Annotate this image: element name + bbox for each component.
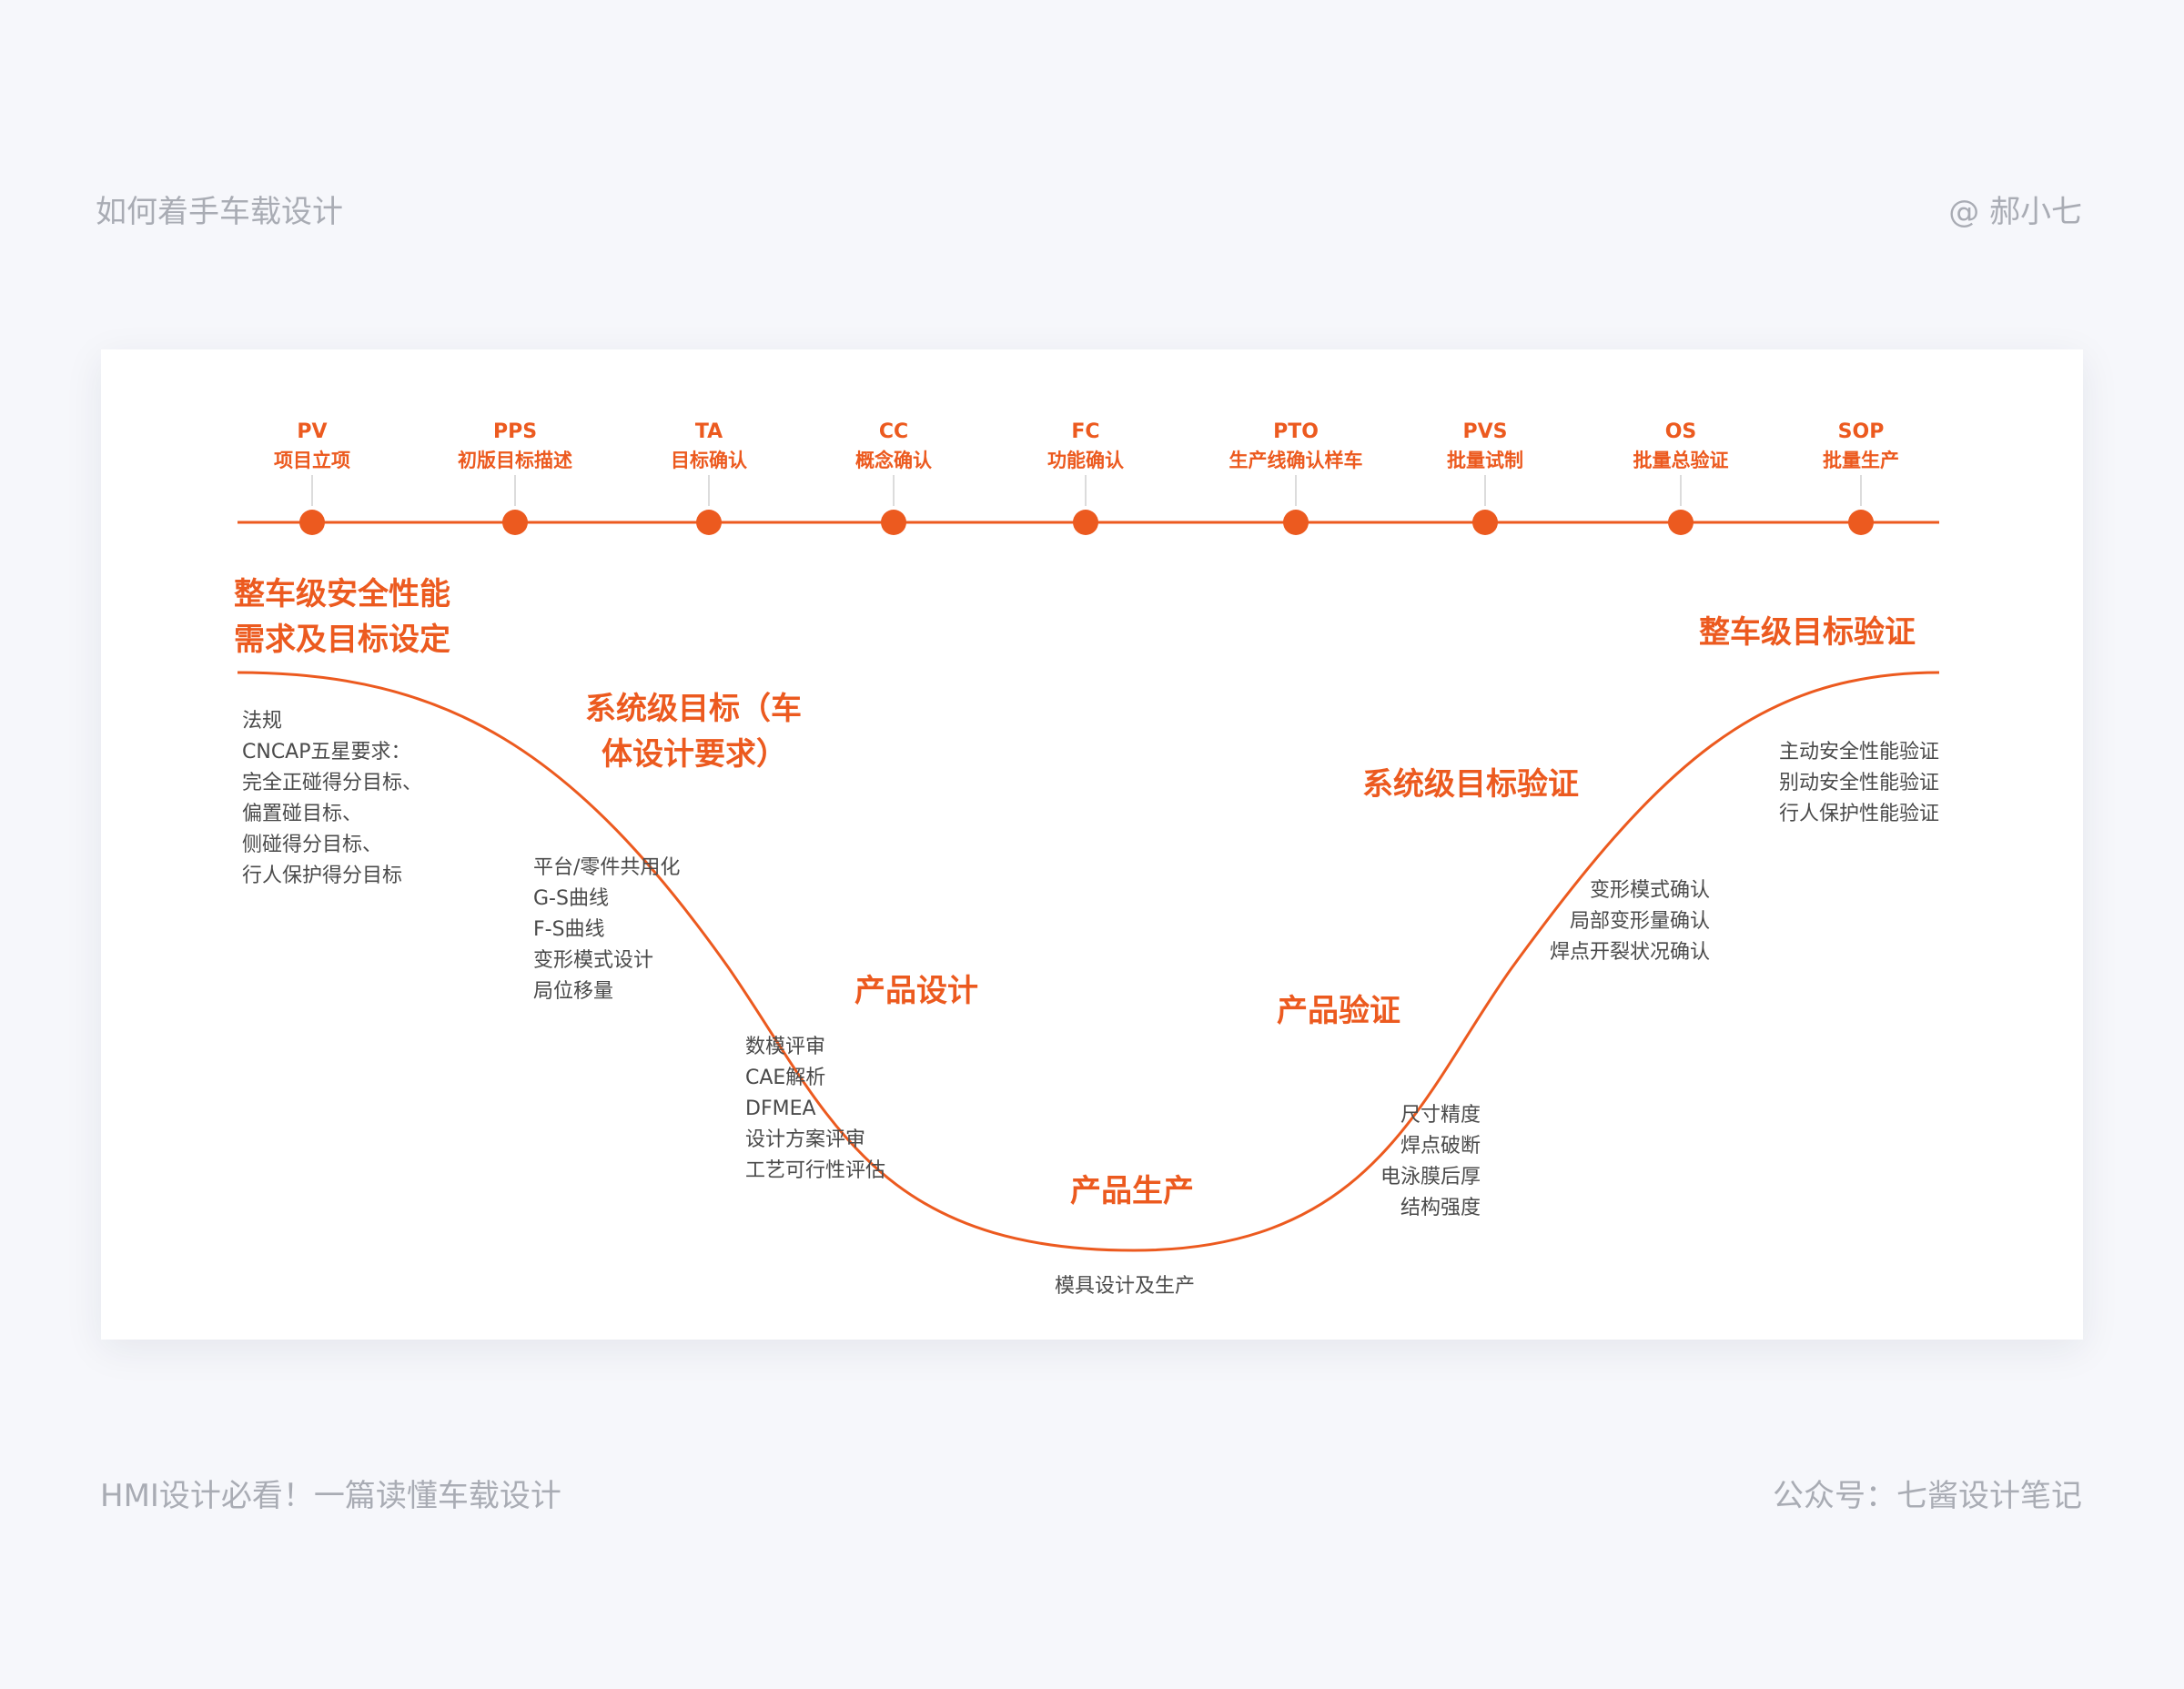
v-curve bbox=[237, 671, 1940, 1252]
milestone-code: PPS bbox=[492, 420, 538, 443]
phase-product-verification: 产品验证 bbox=[1277, 993, 1400, 1029]
milestone-dot-fc bbox=[1073, 510, 1098, 535]
milestone-name: 批量总验证 bbox=[1633, 450, 1729, 471]
phase-product-design: 产品设计 bbox=[854, 973, 978, 1009]
header-author: @ 郝小七 bbox=[1948, 194, 2082, 230]
milestone-pv: PV 项目立项 bbox=[221, 419, 403, 475]
milestone-ta: TA 目标确认 bbox=[618, 419, 800, 475]
milestone-code: PVS bbox=[1462, 420, 1508, 443]
milestone-code: OS bbox=[1664, 420, 1697, 443]
milestone-pto: PTO 生产线确认样车 bbox=[1205, 419, 1387, 475]
v-model-diagram bbox=[237, 475, 1940, 1252]
milestone-code: PTO bbox=[1273, 420, 1319, 443]
milestone-dot-pv bbox=[299, 510, 325, 535]
milestone-dot-pvs bbox=[1472, 510, 1498, 535]
milestone-dot-ta bbox=[696, 510, 722, 535]
phase-system-target: 系统级目标（车 体设计要求） bbox=[585, 691, 802, 773]
header-title: 如何着手车载设计 bbox=[96, 194, 343, 230]
milestone-name: 初版目标描述 bbox=[458, 450, 572, 471]
milestone-code: CC bbox=[878, 420, 909, 443]
milestone-code: SOP bbox=[1837, 420, 1885, 443]
milestone-pps: PPS 初版目标描述 bbox=[424, 419, 606, 475]
milestone-name: 批量试制 bbox=[1447, 450, 1523, 471]
milestone-code: TA bbox=[694, 420, 723, 443]
v-model-diagram-card: PV 项目立项 PPS 初版目标描述 TA 目标确认 CC 概念确认 FC 功能确认 PTO 生产线确… bbox=[101, 349, 2083, 1340]
milestone-dot-cc bbox=[881, 510, 906, 535]
phase-system-verification: 系统级目标验证 bbox=[1362, 766, 1579, 803]
milestone-name: 项目立项 bbox=[274, 450, 350, 471]
milestone-dot-pto bbox=[1283, 510, 1309, 535]
milestone-name: 概念确认 bbox=[855, 450, 932, 471]
footer-title: HMI设计必看！一篇读懂车载设计 bbox=[100, 1478, 561, 1514]
milestone-name: 批量生产 bbox=[1823, 450, 1899, 471]
phase-vehicle-verification: 整车级目标验证 bbox=[1699, 614, 1916, 651]
milestone-dot-pps bbox=[502, 510, 528, 535]
milestone-cc: CC 概念确认 bbox=[803, 419, 985, 475]
milestone-fc: FC 功能确认 bbox=[995, 419, 1177, 475]
milestone-dot-sop bbox=[1848, 510, 1874, 535]
milestone-code: FC bbox=[1071, 420, 1100, 443]
milestone-pvs: PVS 批量试制 bbox=[1394, 419, 1576, 475]
milestone-dot-os bbox=[1668, 510, 1694, 535]
phase-product-production: 产品生产 bbox=[1070, 1173, 1194, 1209]
note-precision: 尺寸精度焊点破断电泳膜后厚 结构强度 bbox=[1380, 1104, 1481, 1219]
milestone-name: 生产线确认样车 bbox=[1228, 450, 1363, 471]
note-deformation: 变形模式确认局部变形量确认焊点开裂状况确认 bbox=[1549, 879, 1710, 964]
note-safety-verification: 主动安全性能验证别动安全性能验证行人保护性能验证 bbox=[1778, 741, 1939, 825]
milestone-code: PV bbox=[297, 420, 328, 443]
milestone-name: 目标确认 bbox=[671, 450, 747, 471]
phase-vehicle-target: 整车级安全性能 需求及目标设定 bbox=[234, 576, 450, 658]
milestone-sop: SOP 批量生产 bbox=[1770, 419, 1952, 475]
milestone-name: 功能确认 bbox=[1047, 450, 1124, 471]
footer-account: 公众号：七酱设计笔记 bbox=[1773, 1478, 2082, 1514]
milestone-os: OS 批量总验证 bbox=[1590, 419, 1772, 475]
note-mold: 模具设计及生产 bbox=[1055, 1275, 1196, 1298]
